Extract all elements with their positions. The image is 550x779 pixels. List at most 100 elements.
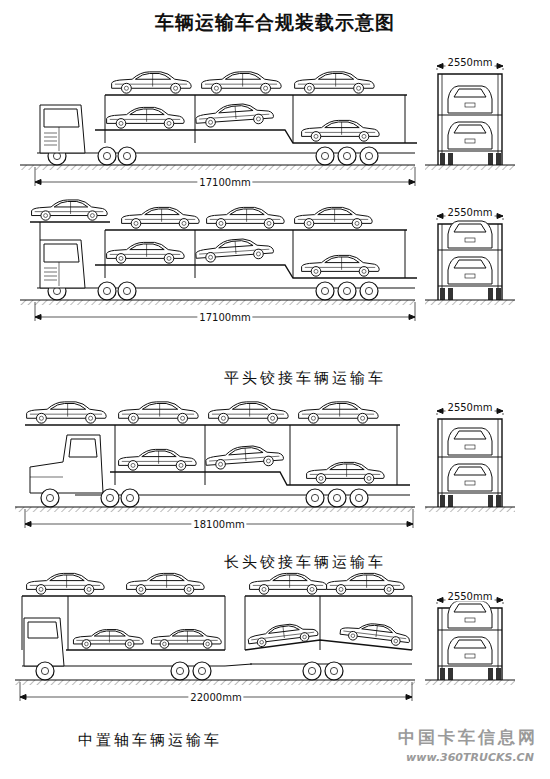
- car-rear: [448, 601, 492, 628]
- car-hub: [87, 587, 91, 591]
- car-side: [302, 255, 380, 276]
- car-window: [50, 404, 85, 410]
- wheel-hub: [41, 667, 48, 674]
- car-wheel: [216, 219, 226, 229]
- car-hub: [90, 214, 94, 218]
- caption: 中置轴车辆运输车: [76, 732, 224, 749]
- outline-line: [59, 127, 60, 151]
- car-hub: [310, 587, 314, 591]
- car-side: [307, 462, 385, 483]
- wheel: [360, 282, 378, 300]
- car-hub: [367, 476, 371, 480]
- car-wheel: [131, 219, 141, 229]
- outline-line: [503, 218, 504, 220]
- outline-line: [245, 595, 412, 596]
- car-hub: [167, 121, 171, 125]
- car-wheel: [358, 413, 368, 423]
- car-window: [54, 202, 88, 207]
- car-wheel: [264, 219, 274, 229]
- outline-line: [405, 95, 406, 143]
- car-hub: [262, 587, 266, 591]
- rear-wheel: [496, 668, 501, 680]
- dimension-label: 2550mm: [446, 591, 495, 602]
- ground-hatch: [20, 300, 415, 305]
- outline-line: [320, 596, 321, 650]
- car-window: [362, 624, 393, 633]
- wheel: [303, 662, 321, 680]
- arrowhead: [437, 64, 443, 69]
- car-wheel: [359, 132, 369, 142]
- arrowhead: [407, 522, 413, 527]
- wheel-hub: [355, 494, 362, 501]
- dimension-label: 2550mm: [446, 207, 495, 218]
- wheel: [101, 489, 119, 507]
- car-wheel: [215, 459, 225, 469]
- car-wheel: [261, 83, 271, 93]
- cab-window: [28, 622, 58, 638]
- wheel: [171, 662, 189, 680]
- car-hub: [181, 416, 185, 420]
- car-hub: [39, 587, 43, 591]
- car-side: [195, 237, 274, 263]
- car-hub: [303, 635, 307, 639]
- cab: [30, 435, 103, 493]
- car-wheel: [354, 83, 364, 93]
- outline-line: [425, 164, 515, 165]
- cab: [40, 240, 85, 288]
- dimension-label: 2550mm: [446, 402, 495, 413]
- outline-line: [438, 150, 502, 151]
- car-hub: [314, 269, 318, 273]
- rear-wheel: [488, 668, 493, 680]
- car-hub: [355, 221, 359, 225]
- car-hub: [128, 642, 132, 646]
- ground-hatch: [425, 165, 515, 170]
- wheel-hub: [311, 494, 318, 501]
- wheel: [193, 662, 211, 680]
- rear-wheel: [440, 668, 445, 680]
- car-side: [295, 72, 375, 93]
- car-rear: [448, 428, 492, 455]
- rear-wheel: [488, 153, 493, 165]
- rear-wheel: [488, 288, 493, 300]
- wheel: [41, 489, 59, 507]
- outline-line: [20, 164, 415, 165]
- rear-wheel: [440, 495, 445, 507]
- car-window: [273, 575, 307, 581]
- car-rear-window: [454, 640, 486, 648]
- car-hub: [124, 86, 128, 90]
- car-side: [122, 207, 200, 228]
- watermark: 中国卡车信息网: [396, 728, 540, 747]
- car-hub: [134, 221, 138, 225]
- ground-hatch: [425, 300, 515, 305]
- rear-wheel: [488, 495, 493, 507]
- car-side: [27, 402, 107, 423]
- car-hub: [85, 642, 89, 646]
- car-window: [330, 464, 364, 470]
- car-window: [130, 109, 164, 115]
- outline-line: [105, 95, 106, 143]
- car-wheel: [316, 474, 326, 484]
- car-side: [107, 107, 185, 128]
- car-window: [145, 209, 179, 215]
- car-wheel: [184, 585, 194, 595]
- arrowhead: [25, 522, 31, 527]
- wheel: [118, 147, 136, 165]
- car-rear-plate: [465, 274, 475, 278]
- cab: [24, 618, 64, 666]
- car-hub: [218, 462, 222, 466]
- car-window: [232, 404, 267, 410]
- outline-line: [438, 629, 502, 630]
- title: 车辆运输车合规装载示意图: [155, 12, 395, 33]
- car-hub: [266, 459, 270, 463]
- car-rear: [448, 464, 492, 491]
- wheel: [360, 147, 378, 165]
- car-wheel: [84, 585, 94, 595]
- car-wheel: [257, 637, 267, 647]
- rear-frame: [438, 419, 502, 507]
- car-wheel: [205, 117, 215, 127]
- outline-line: [290, 425, 291, 485]
- rear-wheel: [448, 288, 453, 300]
- outline-line: [15, 679, 415, 680]
- car-wheel: [311, 132, 321, 142]
